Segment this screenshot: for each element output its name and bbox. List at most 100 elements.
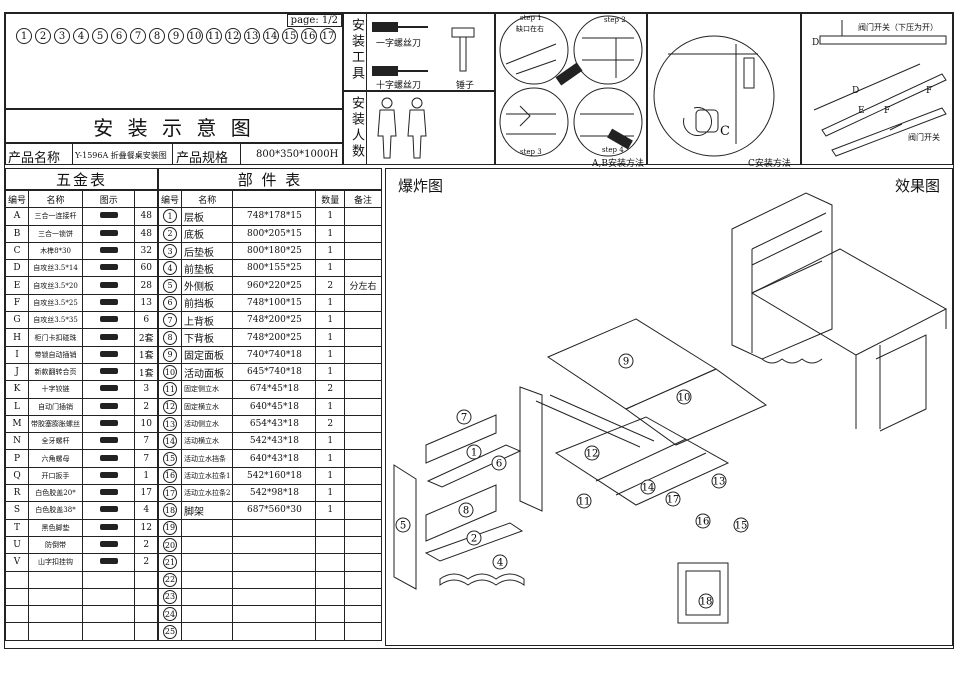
parts-number: 6	[163, 295, 177, 310]
screwdriver-icon	[372, 22, 428, 76]
hardware-row: K 十字铰链 3	[4, 380, 158, 399]
hardware-qty: 48	[134, 224, 158, 243]
parts-name	[181, 535, 234, 555]
parts-name	[181, 622, 234, 641]
hardware-icon	[82, 518, 136, 537]
step-number-circle: 1	[16, 28, 32, 44]
hardware-name: 黑色脚垫	[28, 518, 84, 537]
hardware-code: Q	[4, 466, 30, 486]
parts-number: 2	[163, 226, 177, 241]
hardware-code: U	[4, 535, 30, 555]
parts-row: 21	[157, 553, 382, 572]
phillips-screwdriver-label: 十字螺丝刀	[376, 81, 422, 91]
hardware-name: 自攻丝3.5*20	[28, 276, 84, 295]
hardware-name: 开口扳手	[28, 466, 84, 486]
parts-number: 20	[163, 538, 177, 553]
parts-note	[344, 501, 382, 520]
parts-number: 18	[163, 503, 177, 518]
parts-name	[181, 605, 234, 624]
parts-note	[344, 535, 382, 555]
parts-note	[344, 362, 382, 382]
hardware-icon	[82, 276, 136, 295]
part-callout-label: 14	[642, 483, 655, 494]
parts-size: 748*200*25	[232, 311, 317, 330]
step-number-circle: 11	[206, 28, 222, 44]
step1-note: 缺口在右	[516, 25, 544, 33]
hardware-table: 编号名称图示 A 三合一连接杆 48 B 三合一锁饼 48 C 木榫8*30 3…	[4, 189, 158, 641]
parts-row: 11 固定侧立水 674*45*18 2	[157, 380, 382, 399]
hardware-row: L 自动门插销 2	[4, 397, 158, 416]
parts-size: 748*200*25	[232, 328, 317, 347]
hardware-name: 白色胶盖38*	[28, 501, 84, 520]
step-number-circle: 2	[35, 28, 51, 44]
part-callout-label: 1	[471, 448, 477, 459]
hardware-code: L	[4, 397, 30, 416]
step-number-circle: 17	[320, 28, 336, 44]
parts-size: 800*155*25	[232, 259, 317, 278]
parts-header	[232, 189, 317, 209]
parts-note	[344, 587, 382, 607]
part-callout-circle	[698, 593, 714, 609]
hardware-qty: 2套	[134, 328, 158, 347]
hardware-code: N	[4, 432, 30, 451]
parts-note	[344, 224, 382, 243]
parts-qty	[315, 553, 346, 572]
parts-table: 编号名称数量备注 1 层板 748*178*15 1 2 底板 800*205*…	[157, 189, 382, 641]
product-spec-value: 800*350*1000H	[256, 149, 339, 160]
parts-qty	[315, 622, 346, 641]
c-letter: C	[720, 124, 730, 139]
parts-note	[344, 518, 382, 537]
parts-number: 23	[163, 589, 177, 604]
hardware-icon	[82, 535, 136, 555]
c-caption: C安装方法	[748, 159, 791, 169]
parts-size: 960*220*25	[232, 276, 317, 295]
page-label: page: 1/2	[286, 14, 342, 27]
parts-size	[232, 518, 317, 537]
hardware-qty: 10	[134, 414, 158, 434]
part-callout-label: 16	[697, 517, 710, 528]
parts-name	[181, 587, 234, 607]
hardware-qty: 2	[134, 397, 158, 416]
hardware-row: M 带胶塞膨胀螺丝 10	[4, 414, 158, 434]
hardware-row: E 自攻丝3.5*20 28	[4, 276, 158, 295]
parts-note: 分左右	[344, 276, 382, 295]
hardware-row: S 白色胶盖38* 4	[4, 501, 158, 520]
parts-row: 5 外侧板 960*220*25 2 分左右	[157, 276, 382, 295]
hardware-code: V	[4, 553, 30, 572]
part-callout-circle	[466, 530, 482, 546]
hardware-qty: 28	[134, 276, 158, 295]
parts-row: 20	[157, 535, 382, 555]
part-callout-circle	[618, 353, 634, 369]
hardware-code: R	[4, 484, 30, 503]
hardware-row: F 自攻丝3.5*25 13	[4, 293, 158, 313]
parts-qty: 1	[315, 484, 346, 503]
parts-row: 24	[157, 605, 382, 624]
parts-qty: 1	[315, 362, 346, 382]
hardware-code: P	[4, 449, 30, 468]
product-spec-label: 产品规格	[176, 151, 229, 166]
flat-screwdriver-label: 一字螺丝刀	[376, 39, 422, 49]
hardware-row: I 带锁自动插销 1套	[4, 345, 158, 364]
step-number-circle: 6	[111, 28, 127, 44]
parts-size: 640*43*18	[232, 449, 317, 468]
hardware-icon	[82, 432, 136, 451]
parts-number: 13	[163, 417, 177, 431]
parts-qty	[315, 570, 346, 589]
parts-note	[344, 414, 382, 434]
hardware-name: 自攻丝3.5*35	[28, 311, 84, 330]
parts-number: 22	[163, 572, 177, 587]
hardware-title: 五金表	[55, 171, 107, 189]
parts-name: 前挡板	[181, 293, 234, 313]
parts-size: 748*178*15	[232, 207, 317, 226]
part-callout-label: 18	[700, 597, 713, 608]
parts-note	[344, 311, 382, 330]
part-callout-circle	[576, 493, 592, 509]
hardware-qty: 2	[134, 553, 158, 572]
step-number-circle: 15	[282, 28, 298, 44]
parts-number: 5	[163, 278, 177, 293]
hammer-label: 锤子	[456, 81, 475, 91]
hardware-row: N 全牙螺杆 7	[4, 432, 158, 451]
hardware-qty: 12	[134, 518, 158, 537]
